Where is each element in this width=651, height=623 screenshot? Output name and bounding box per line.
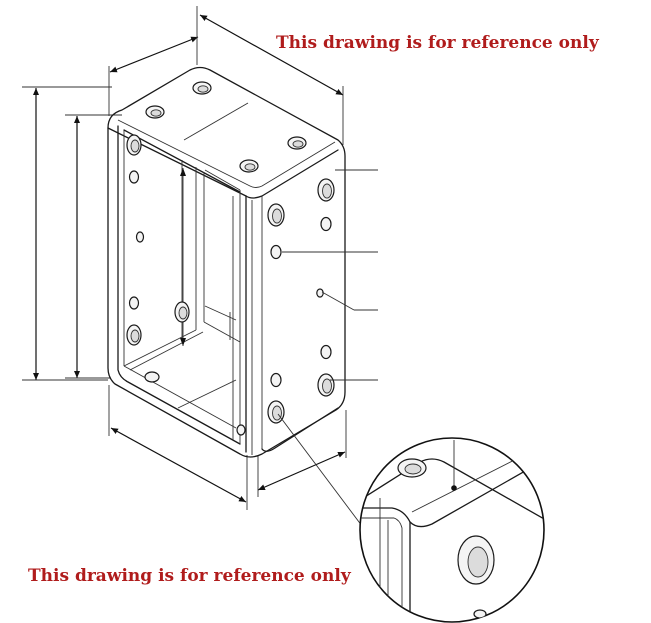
right-face-holes <box>267 178 335 424</box>
zoom-detail-view <box>359 437 545 623</box>
reference-note-bottom: This drawing is for reference only <box>28 566 351 586</box>
leader-lines <box>277 169 378 531</box>
dimension-overall-height <box>22 86 112 381</box>
enclosure-box <box>107 66 346 458</box>
left-wall-holes <box>126 134 246 436</box>
dimension-top-depth <box>108 6 199 116</box>
reference-note-top: This drawing is for reference only <box>276 33 599 53</box>
dimension-top-width <box>199 14 344 145</box>
dimension-inner-height <box>65 114 122 379</box>
dimension-bottom-width <box>257 410 347 497</box>
dimension-bottom-depth <box>108 385 248 510</box>
top-face-holes <box>145 81 307 173</box>
